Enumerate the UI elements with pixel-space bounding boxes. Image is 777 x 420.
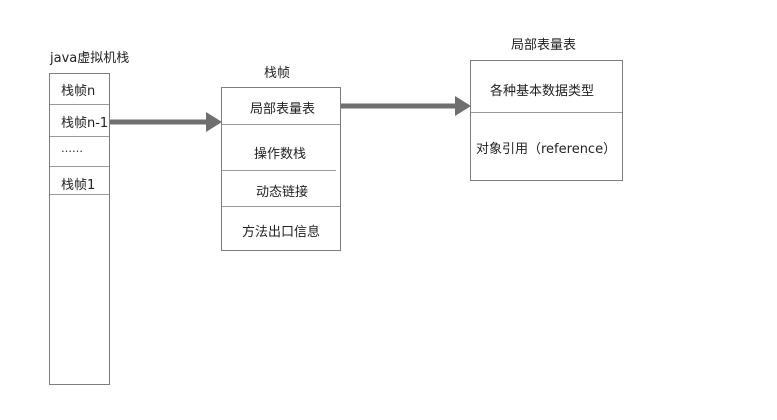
jvm-stack-title: java虚拟机栈 <box>50 51 130 66</box>
method-exit-info-part: 方法出口信息 <box>242 225 321 240</box>
stack-frame-box: 局部表量表 操作数栈 动态链接 方法出口信息 <box>221 87 341 251</box>
divider <box>222 124 340 125</box>
ellipsis-label: …… <box>61 142 83 155</box>
jvm-stack-box: 栈帧n 栈帧n-1 …… 栈帧1 <box>49 73 110 385</box>
divider <box>50 136 109 137</box>
primitive-types-part: 各种基本数据类型 <box>490 84 595 99</box>
frame-n-label: 栈帧n <box>61 84 96 99</box>
object-reference-part: 对象引用（reference） <box>476 142 617 157</box>
divider <box>50 104 109 105</box>
divider <box>471 112 622 113</box>
divider <box>222 170 336 171</box>
local-var-table-title: 局部表量表 <box>511 38 577 53</box>
dynamic-linking-part: 动态链接 <box>256 185 309 200</box>
arrow-stack-to-frame <box>110 112 222 132</box>
frame-n-minus-1-label: 栈帧n-1 <box>61 116 109 131</box>
stack-frame-title: 栈帧 <box>264 66 291 81</box>
divider <box>222 206 340 207</box>
local-var-table-part: 局部表量表 <box>250 102 316 117</box>
operand-stack-part: 操作数栈 <box>254 147 307 162</box>
local-var-table-box: 各种基本数据类型 对象引用（reference） <box>470 60 623 181</box>
arrow-frame-to-table <box>340 96 471 116</box>
frame-1-label: 栈帧1 <box>61 178 96 193</box>
divider <box>50 194 109 195</box>
divider <box>50 166 109 167</box>
